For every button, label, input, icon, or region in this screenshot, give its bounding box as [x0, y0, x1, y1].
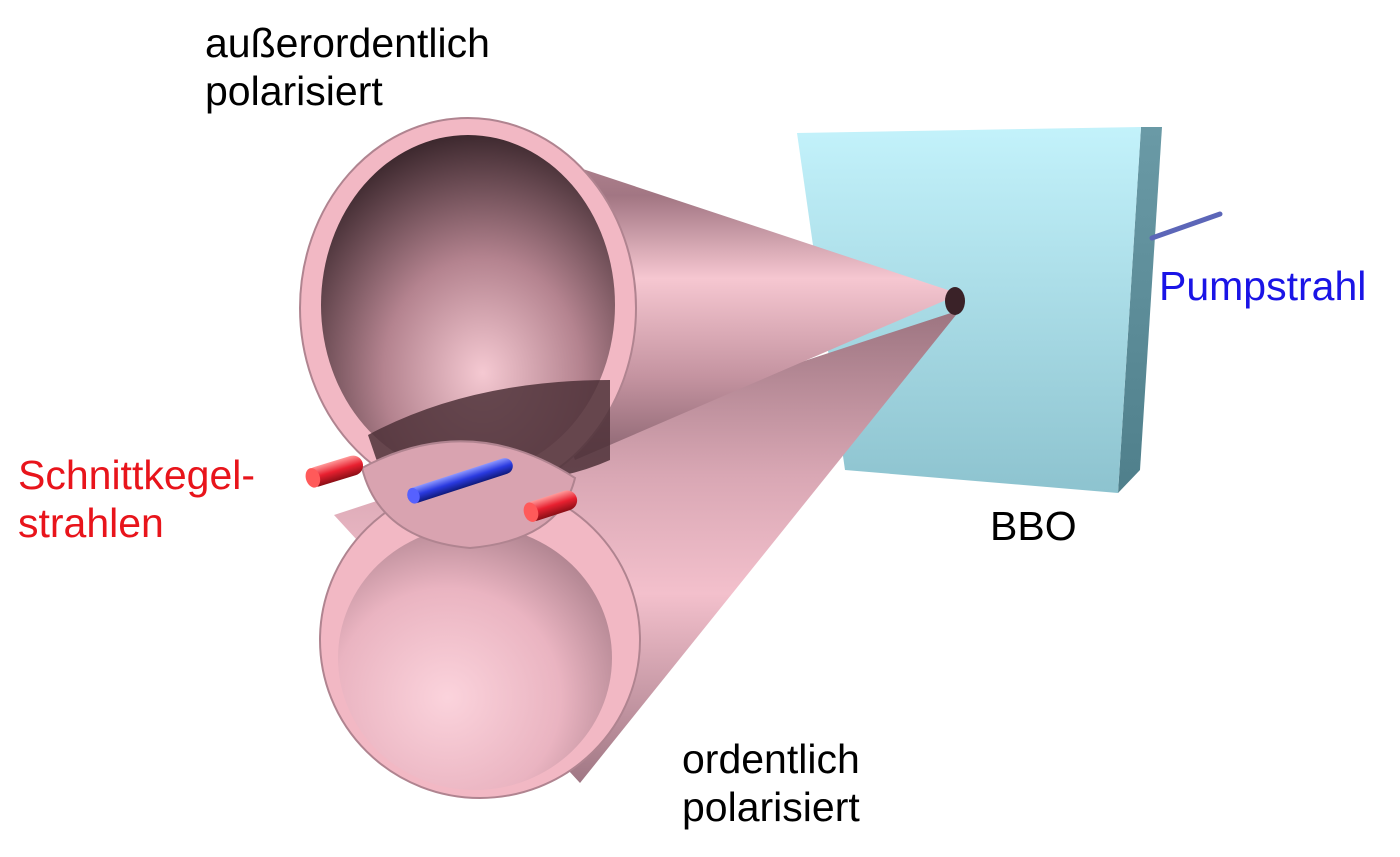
pump-through-beam	[407, 458, 513, 504]
pump-beam-label: Pumpstrahl	[1159, 262, 1366, 310]
bbo-crystal-side	[1118, 127, 1162, 493]
intersection-line1: Schnittkegel-	[18, 452, 256, 498]
ordinary-line2: polarisiert	[682, 784, 860, 830]
bbo-text: BBO	[990, 503, 1077, 549]
photon-beam-right	[523, 490, 578, 522]
extraordinary-line1: außerordentlich	[205, 20, 490, 66]
extraordinary-cone	[299, 117, 960, 499]
extraordinary-polarized-label: außerordentlich polarisiert	[205, 19, 490, 115]
ordinary-cone-interior	[338, 526, 612, 790]
bbo-crystal-label: BBO	[990, 502, 1077, 550]
intersection-window	[360, 440, 577, 550]
cone-apex	[945, 287, 965, 315]
pump-beam	[1149, 211, 1223, 241]
extraordinary-line2: polarisiert	[205, 68, 383, 114]
pump-text: Pumpstrahl	[1159, 263, 1367, 309]
ordinary-line1: ordentlich	[682, 736, 860, 782]
intersection-beams-label: Schnittkegel- strahlen	[18, 451, 255, 547]
intersection-line2: strahlen	[18, 500, 164, 546]
photon-beam-left	[305, 455, 364, 488]
ordinary-polarized-label: ordentlich polarisiert	[682, 735, 860, 831]
ordinary-cone	[319, 310, 960, 799]
